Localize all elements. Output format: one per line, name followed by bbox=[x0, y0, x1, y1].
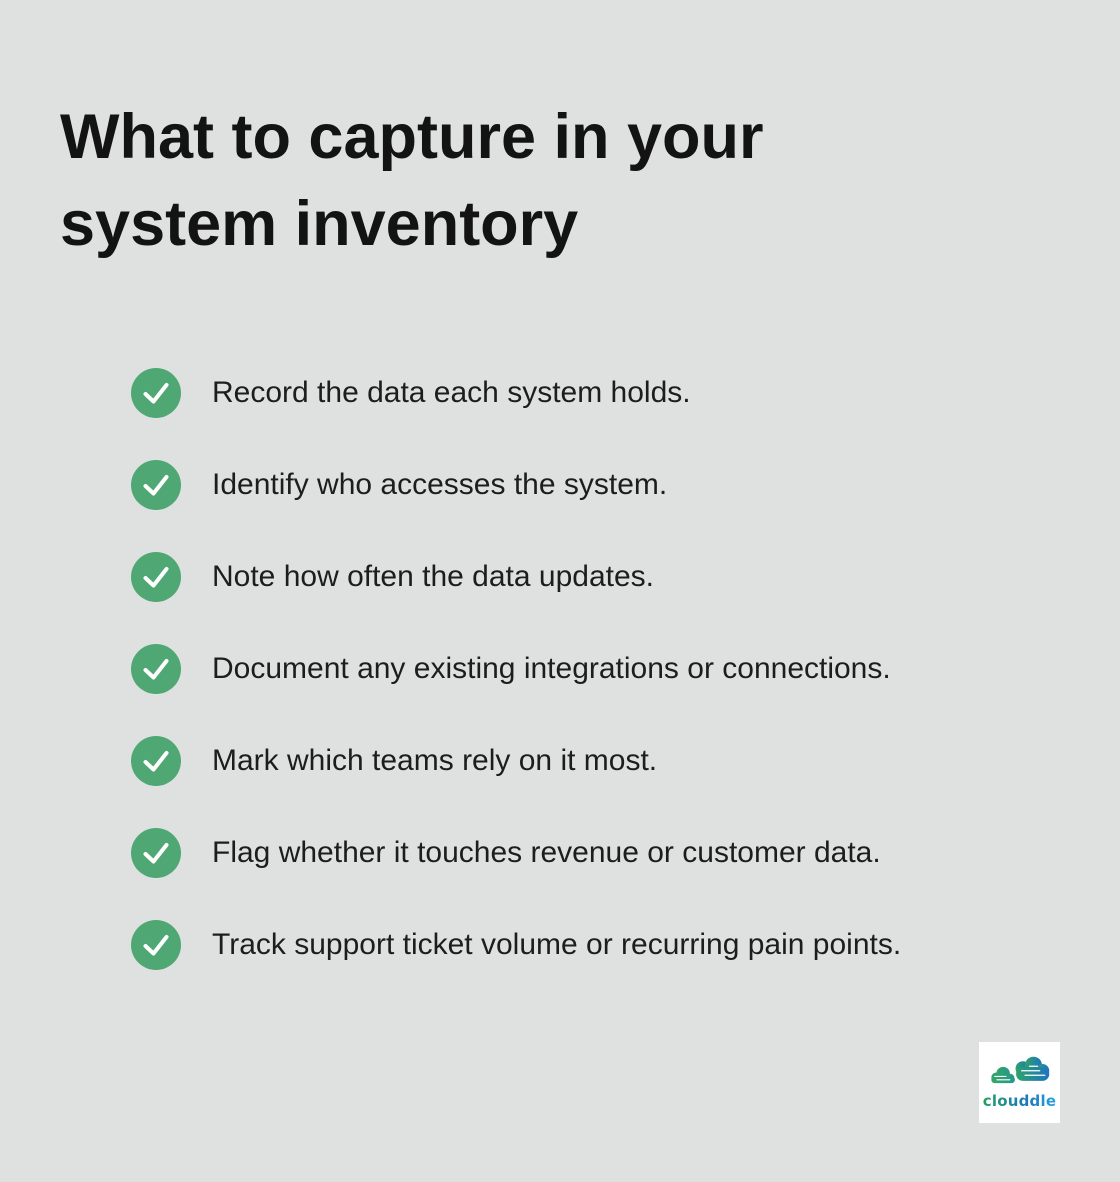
checklist-item: Flag whether it touches revenue or custo… bbox=[131, 828, 901, 878]
checkmark-icon bbox=[131, 460, 181, 510]
checklist-item-label: Identify who accesses the system. bbox=[212, 468, 668, 501]
title-line-2: system inventory bbox=[60, 189, 579, 259]
checklist: Record the data each system holds. Ident… bbox=[131, 368, 901, 970]
checkmark-icon bbox=[131, 736, 181, 786]
cloud-icon bbox=[989, 1056, 1049, 1085]
checklist-item: Note how often the data updates. bbox=[131, 552, 901, 602]
checkmark-icon bbox=[131, 368, 181, 418]
checklist-item: Identify who accesses the system. bbox=[131, 460, 901, 510]
clouddle-logo: clouddle bbox=[979, 1042, 1060, 1123]
checkmark-icon bbox=[131, 552, 181, 602]
checkmark-icon bbox=[131, 920, 181, 970]
checklist-item: Track support ticket volume or recurring… bbox=[131, 920, 901, 970]
checklist-item-label: Flag whether it touches revenue or custo… bbox=[212, 836, 881, 869]
checklist-item-label: Mark which teams rely on it most. bbox=[212, 744, 658, 777]
checklist-item: Mark which teams rely on it most. bbox=[131, 736, 901, 786]
checklist-item-label: Note how often the data updates. bbox=[212, 560, 654, 593]
checklist-item: Record the data each system holds. bbox=[131, 368, 901, 418]
checklist-item: Document any existing integrations or co… bbox=[131, 644, 901, 694]
checklist-item-label: Track support ticket volume or recurring… bbox=[212, 928, 902, 961]
checklist-item-label: Record the data each system holds. bbox=[212, 376, 691, 409]
brand-name: clouddle bbox=[982, 1092, 1057, 1110]
checkmark-icon bbox=[131, 644, 181, 694]
checklist-item-label: Document any existing integrations or co… bbox=[212, 652, 891, 685]
title-line-1: What to capture in your bbox=[60, 102, 764, 172]
page-title: What to capture in your system inventory bbox=[60, 94, 764, 268]
checkmark-icon bbox=[131, 828, 181, 878]
